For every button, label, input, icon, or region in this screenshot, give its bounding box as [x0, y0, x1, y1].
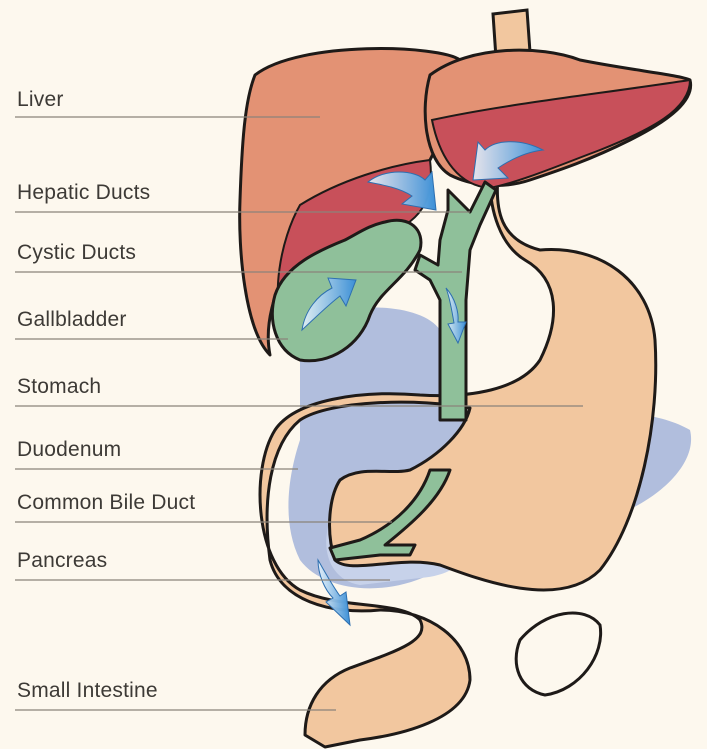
label-hepatic-ducts: Hepatic Ducts — [17, 181, 150, 205]
label-small-intestine: Small Intestine — [17, 679, 158, 703]
label-gallbladder: Gallbladder — [17, 308, 127, 332]
label-stomach: Stomach — [17, 375, 101, 399]
label-common-bile-duct: Common Bile Duct — [17, 491, 195, 515]
label-pancreas: Pancreas — [17, 549, 107, 573]
label-cystic-ducts: Cystic Ducts — [17, 241, 136, 265]
label-duodenum: Duodenum — [17, 438, 121, 462]
label-liver: Liver — [17, 88, 64, 112]
